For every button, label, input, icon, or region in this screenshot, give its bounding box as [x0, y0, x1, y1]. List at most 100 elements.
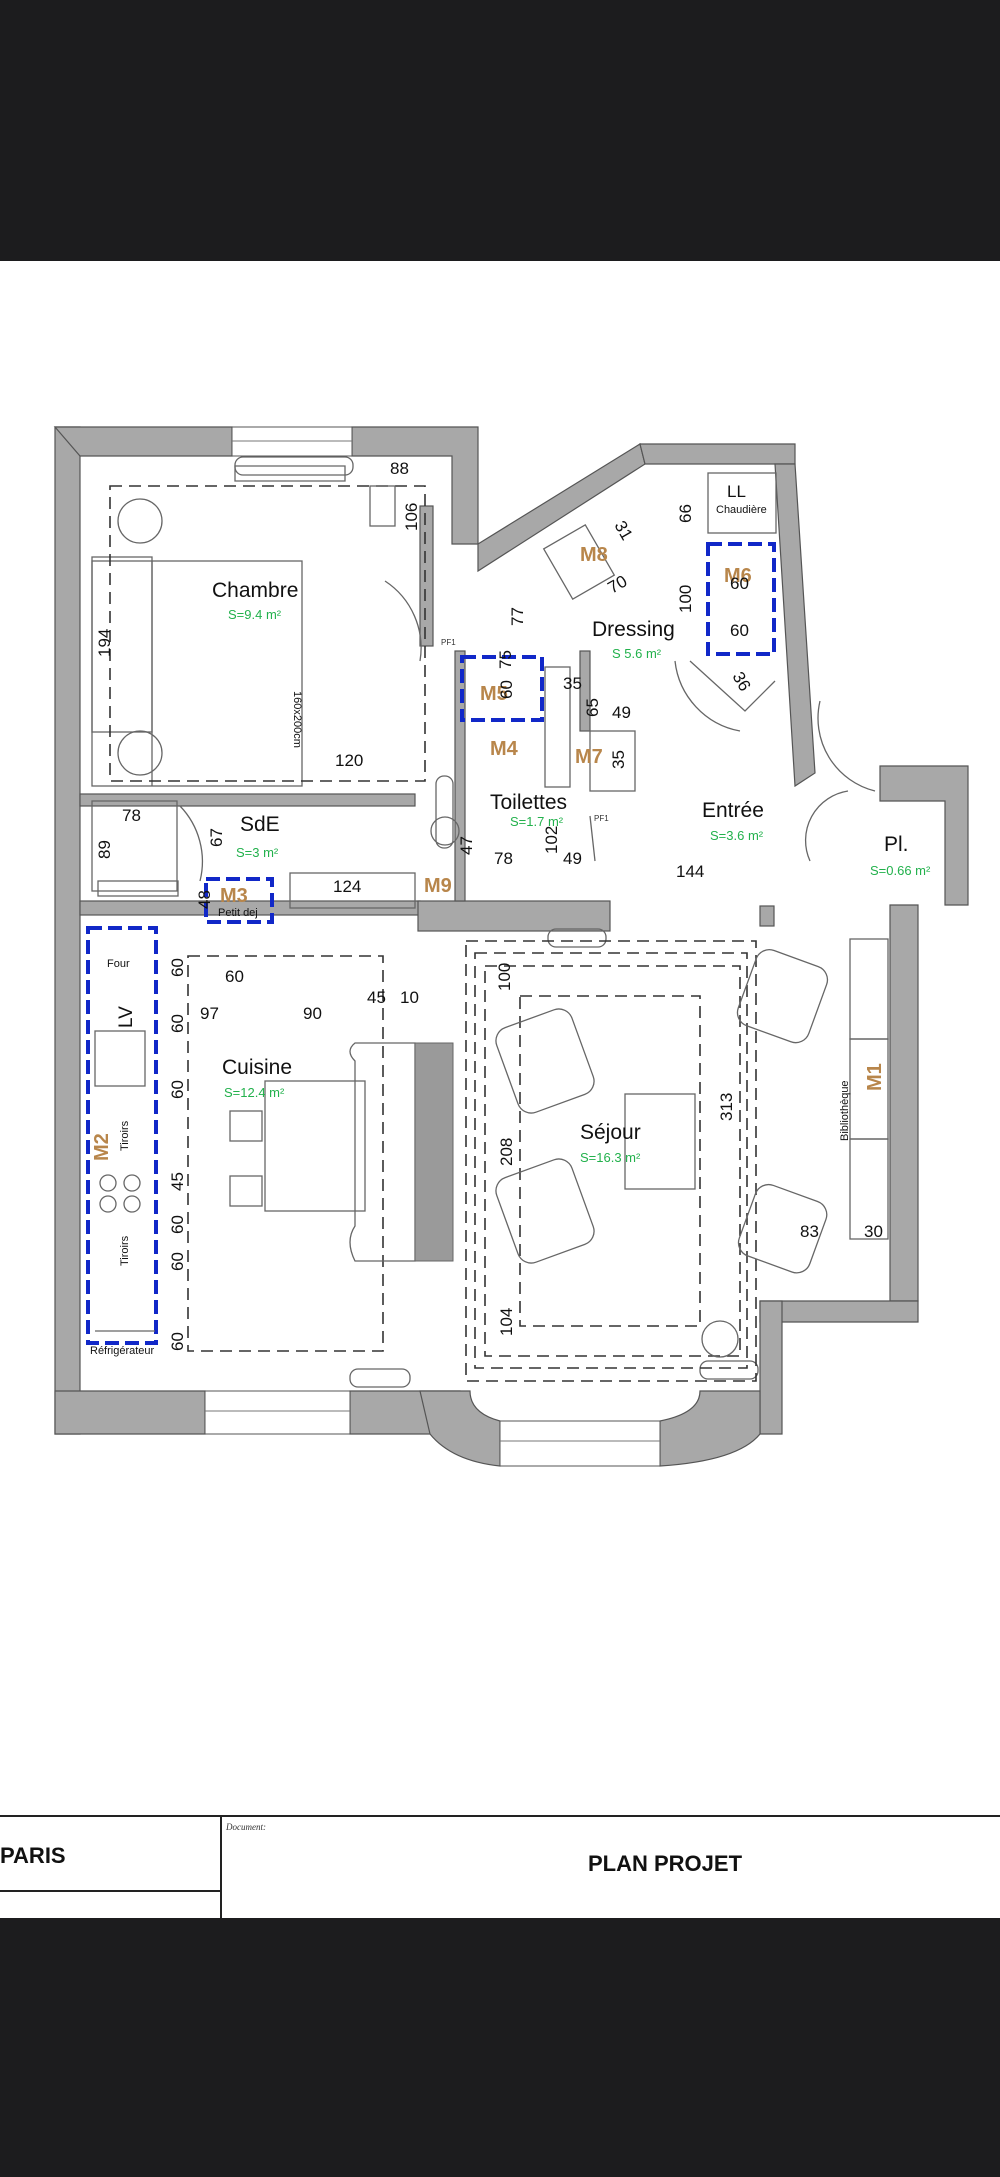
wall-dressing-top: [477, 443, 646, 573]
room-labels: Chambre S=9.4 m² SdE S=3 m² Dressing S 5…: [212, 579, 931, 1165]
wall-right: [889, 904, 919, 1302]
dim-47: 47: [457, 836, 476, 855]
dim-89: 89: [95, 840, 114, 859]
entree-doors: [589, 660, 876, 862]
room-area-dressing: S 5.6 m²: [612, 646, 662, 661]
wall-chambre-right: [419, 505, 434, 647]
room-name-toilettes: Toilettes: [490, 791, 567, 814]
dim-60-m6-b: 60: [730, 621, 749, 640]
room-name-placard: Pl.: [884, 833, 909, 856]
tag-m5: M5: [480, 683, 508, 705]
title-block-divider: [220, 1815, 222, 1918]
room-name-dressing: Dressing: [592, 618, 675, 641]
dim-208: 208: [497, 1138, 516, 1166]
sejour-room: [465, 938, 889, 1382]
dim-60-m6-a: 60: [730, 574, 749, 593]
dim-65: 65: [583, 698, 602, 717]
dim-36: 36: [729, 669, 755, 695]
room-area-sde: S=3 m²: [236, 845, 279, 860]
dim-48: 48: [195, 890, 214, 909]
dim-124: 124: [333, 877, 361, 896]
four-label: Four: [107, 958, 130, 970]
dim-60-cuisine-3: 60: [168, 1014, 187, 1033]
dim-60-cuisine-6: 60: [168, 1332, 187, 1351]
m6-cabinet-outline: [706, 542, 776, 656]
m2-cabinet-outline: [86, 926, 158, 1345]
dim-60-cuisine-7: 60: [225, 967, 244, 986]
dim-97: 97: [200, 1004, 219, 1023]
m5-cabinet-outline: [460, 655, 544, 722]
walls: [53, 426, 969, 1467]
dim-78-a: 78: [122, 806, 141, 825]
wall-right-lower: [759, 1300, 919, 1323]
dim-35-a: 35: [563, 674, 582, 693]
title-block-document-label: Document:: [226, 1822, 266, 1832]
dim-100-sejour: 100: [495, 963, 514, 991]
ll-label: LL: [727, 482, 746, 501]
bibliotheque-label: Bibliothèque: [839, 1080, 851, 1141]
dim-144: 144: [676, 862, 704, 881]
dim-49-b: 49: [563, 849, 582, 868]
title-block-title: PLAN PROJET: [587, 1851, 743, 1876]
dim-70: 70: [605, 572, 631, 598]
tiroirs-label-1: Tiroirs: [119, 1120, 131, 1151]
dim-83: 83: [800, 1222, 819, 1241]
cuisine-room: [94, 955, 454, 1352]
room-name-sde: SdE: [240, 813, 280, 836]
pf1-label: PF1: [441, 638, 456, 647]
tag-m9: M9: [424, 875, 452, 897]
dim-30: 30: [864, 1222, 883, 1241]
module-tags: M1 M2 M3 M4 M5 M6 M7 M8 M9: [91, 544, 886, 1161]
wall-right-bottom: [759, 1300, 783, 1435]
chambre-room: [91, 465, 426, 787]
room-area-placard: S=0.66 m²: [870, 863, 931, 878]
tag-m1: M1: [864, 1063, 886, 1091]
dressing-room: [542, 472, 777, 792]
dim-35-b: 35: [609, 750, 628, 769]
dim-100-dressing: 100: [676, 585, 695, 613]
tag-m8: M8: [580, 544, 608, 566]
wall-left: [54, 426, 81, 1435]
room-area-toilettes: S=1.7 m²: [510, 814, 564, 829]
dim-49-a: 49: [612, 703, 631, 722]
room-area-chambre: S=9.4 m²: [228, 607, 282, 622]
dim-10: 10: [400, 988, 419, 1007]
tag-m6: M6: [724, 565, 752, 587]
wall-bay-right: [659, 1390, 761, 1467]
room-area-sejour: S=16.3 m²: [580, 1150, 641, 1165]
room-name-cuisine: Cuisine: [222, 1056, 292, 1079]
tag-m3: M3: [220, 885, 248, 907]
petit-dej-label: Petit dej: [218, 907, 258, 919]
blue-modules: [86, 542, 776, 1345]
pf1-label-2: PF1: [594, 814, 609, 823]
wall-toilet-right: [579, 650, 591, 732]
dim-88: 88: [390, 459, 409, 478]
dim-75: 75: [496, 650, 515, 669]
dim-194: 194: [95, 629, 114, 657]
room-area-entree: S=3.6 m²: [710, 828, 764, 843]
room-name-entree: Entrée: [702, 799, 764, 822]
top-dark-band: [0, 0, 1000, 261]
title-block-top-rule: [0, 1815, 1000, 1817]
dim-313: 313: [717, 1093, 736, 1121]
dimension-labels: 88 106 194 120 66 31 70 100 60 60 36 77 …: [95, 459, 883, 1351]
refrigerateur-label: Réfrigérateur: [90, 1345, 155, 1357]
dim-60-cuisine-1: 60: [168, 1215, 187, 1234]
radiators: [234, 456, 759, 1388]
dim-90: 90: [303, 1004, 322, 1023]
dim-31: 31: [611, 518, 637, 544]
dim-45-a: 45: [367, 988, 386, 1007]
tag-m4: M4: [490, 738, 519, 760]
room-name-chambre: Chambre: [212, 579, 298, 602]
wall-dressing-right-top: [639, 443, 796, 465]
dim-104: 104: [497, 1308, 516, 1336]
title-block-city: PARIS: [0, 1843, 66, 1868]
dim-120: 120: [335, 751, 363, 770]
wall-bay-left: [419, 1390, 501, 1467]
room-name-sejour: Séjour: [580, 1121, 641, 1144]
tag-m2: M2: [91, 1133, 113, 1161]
dim-77: 77: [508, 607, 527, 626]
wall-chambre-bottom: [79, 793, 416, 807]
title-block-cell-rule: [0, 1890, 222, 1892]
wall-placard: [879, 765, 969, 906]
